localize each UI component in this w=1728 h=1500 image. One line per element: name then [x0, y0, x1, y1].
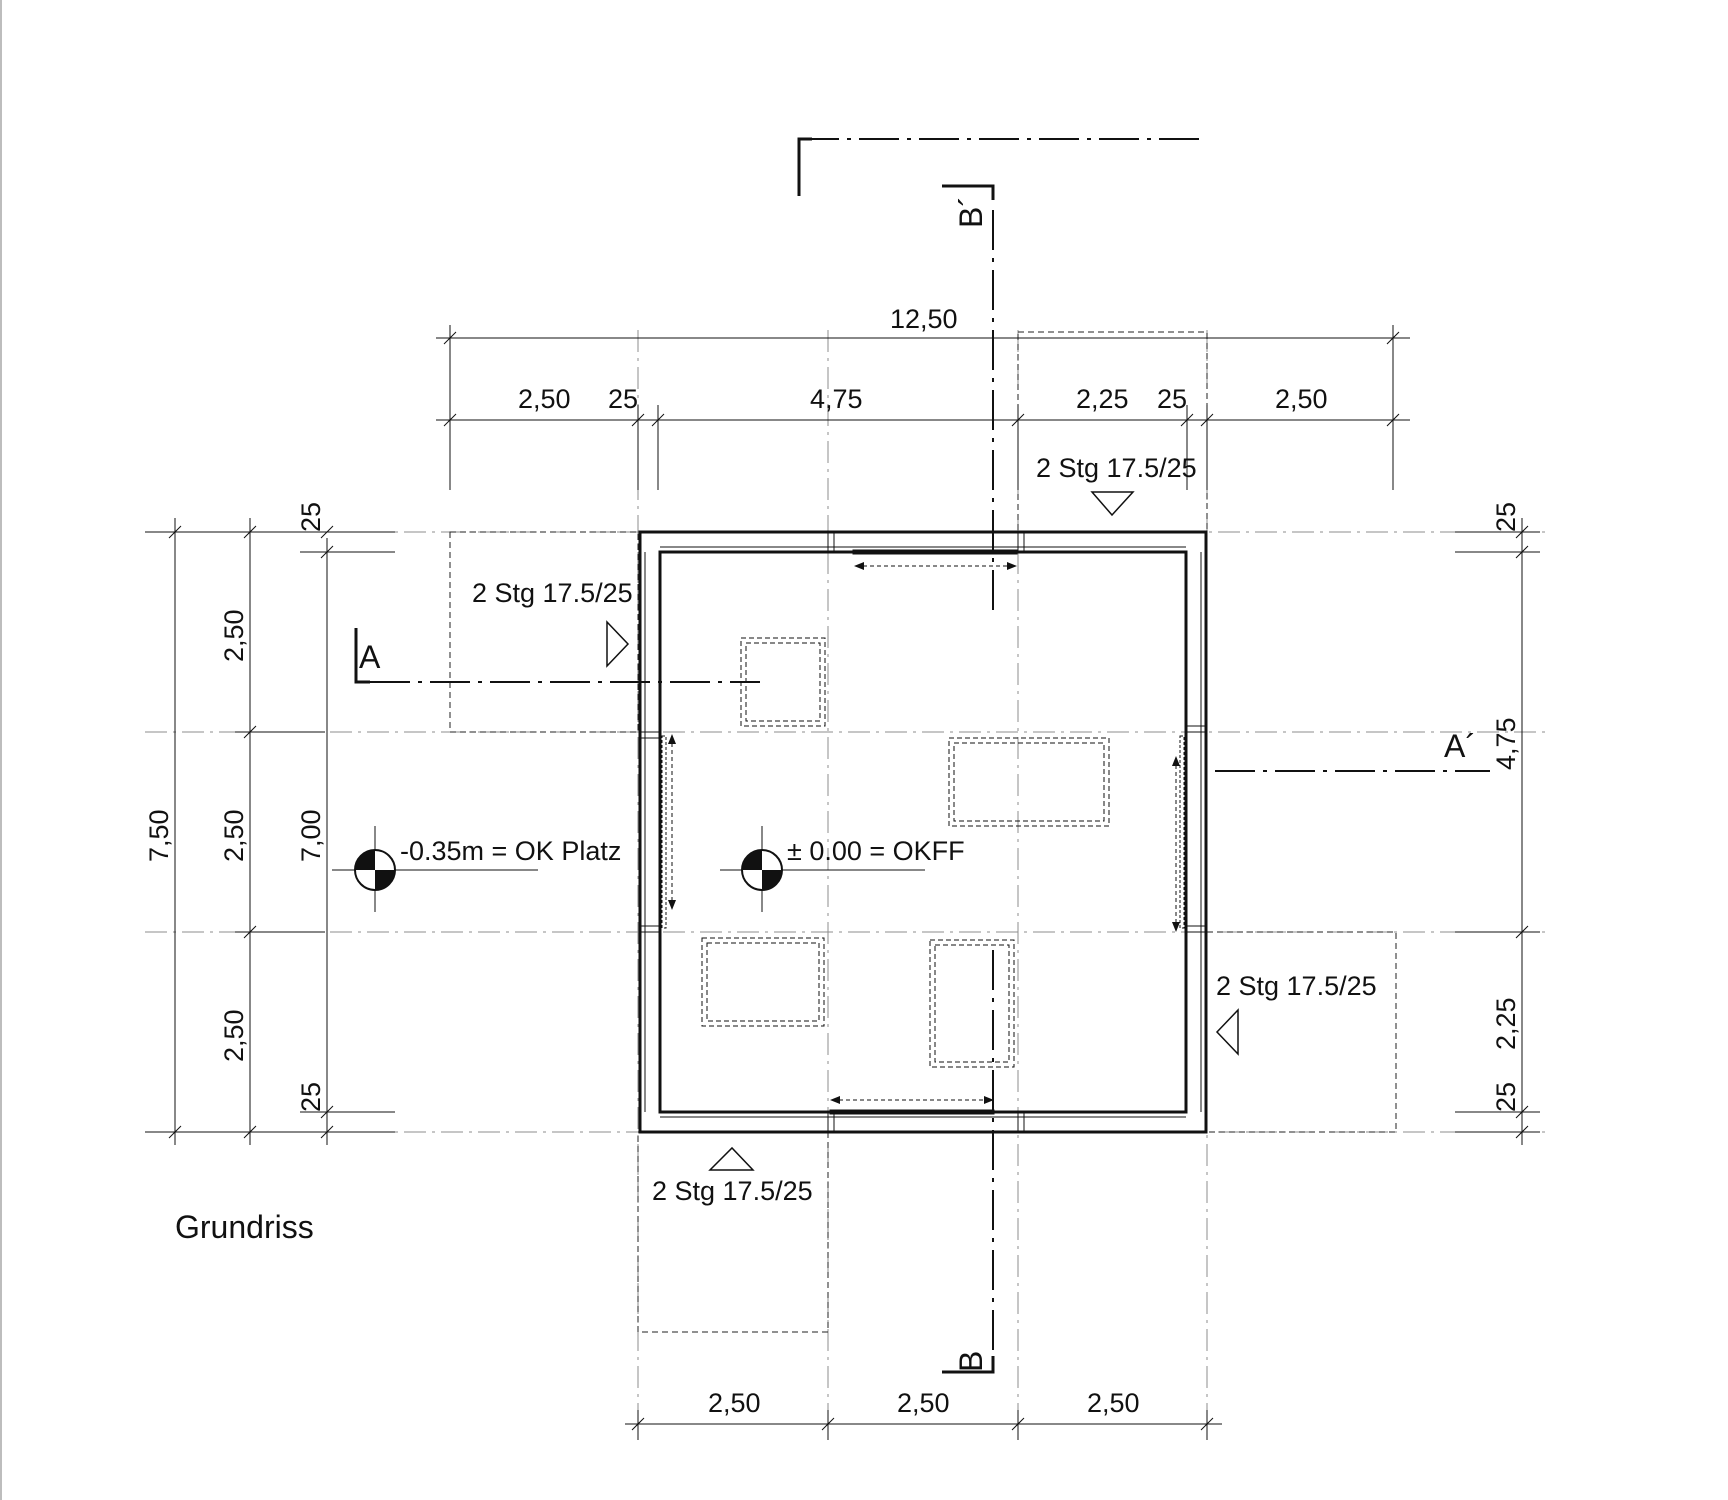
wall-inner — [658, 550, 1188, 1114]
arrow-heads — [668, 562, 1180, 1104]
drawing-title: Grundriss — [175, 1209, 314, 1245]
dimension-lines-bottom — [625, 1410, 1222, 1440]
dim-left-1: 2,50 — [219, 609, 249, 662]
section-lines — [370, 138, 1490, 1370]
stair-triangle-top — [1090, 491, 1135, 517]
dim-top-6: 2,50 — [1275, 384, 1328, 414]
section-b-prime-label: B´ — [953, 196, 989, 228]
dim-top-3: 4,75 — [810, 384, 863, 414]
terrace-top — [1017, 331, 1208, 533]
dim-right-2: 4,75 — [1491, 717, 1521, 770]
dim-top-4: 2,25 — [1076, 384, 1129, 414]
dim-top-5: 25 — [1157, 384, 1187, 414]
terraces — [449, 331, 1397, 1333]
terrace-right — [1206, 931, 1397, 1133]
level-marker-inside — [720, 826, 925, 912]
stair-triangle-left — [606, 620, 630, 668]
stair-label-left: 2 Stg 17.5/25 — [472, 578, 633, 608]
terrace-left — [449, 531, 639, 733]
dim-bottom-1: 2,50 — [708, 1388, 761, 1418]
dim-top-1: 2,50 — [518, 384, 571, 414]
dim-left-3: 2,50 — [219, 1009, 249, 1062]
stair-arrows — [606, 491, 1239, 1171]
dim-left-wall-bottom: 25 — [296, 1082, 326, 1112]
level-label-outside: -0.35m = OK Platz — [400, 836, 621, 866]
dim-bottom-3: 2,50 — [1087, 1388, 1140, 1418]
dimension-lines-left — [145, 518, 395, 1145]
page-border — [0, 0, 2, 1500]
wall-outer — [638, 530, 1208, 1134]
terrace-bottom — [637, 1131, 829, 1333]
dim-left-overall: 7,50 — [144, 809, 174, 862]
stair-label-bottom: 2 Stg 17.5/25 — [652, 1176, 813, 1206]
axis-grid — [145, 330, 1545, 1440]
dim-top-2: 25 — [608, 384, 638, 414]
section-b-label: B — [953, 1351, 989, 1372]
openings — [661, 549, 1185, 1115]
section-markers — [354, 137, 995, 1374]
section-a-label: A — [359, 639, 381, 675]
section-a-prime-label: A´ — [1444, 728, 1476, 764]
dim-left-wall-top: 25 — [296, 502, 326, 532]
dim-bottom-2: 2,50 — [897, 1388, 950, 1418]
dim-top-overall: 12,50 — [890, 304, 958, 334]
dim-left-inner: 7,00 — [296, 809, 326, 862]
stair-label-top: 2 Stg 17.5/25 — [1036, 453, 1197, 483]
stair-triangle-right — [1215, 1008, 1239, 1056]
walls — [638, 530, 1208, 1134]
stair-triangle-bottom — [708, 1146, 755, 1171]
stair-label-right: 2 Stg 17.5/25 — [1216, 971, 1377, 1001]
dimension-lines-right — [1455, 518, 1540, 1145]
level-marker-outside — [332, 826, 538, 912]
dim-right-3: 2,25 — [1491, 997, 1521, 1050]
level-label-inside: ± 0.00 = OKFF — [787, 836, 965, 866]
sliding-door-arrows — [671, 565, 1177, 1101]
dimension-lines-top — [436, 325, 1410, 490]
dim-right-1: 25 — [1491, 502, 1521, 532]
dim-left-2: 2,50 — [219, 809, 249, 862]
dim-right-4: 25 — [1491, 1082, 1521, 1112]
